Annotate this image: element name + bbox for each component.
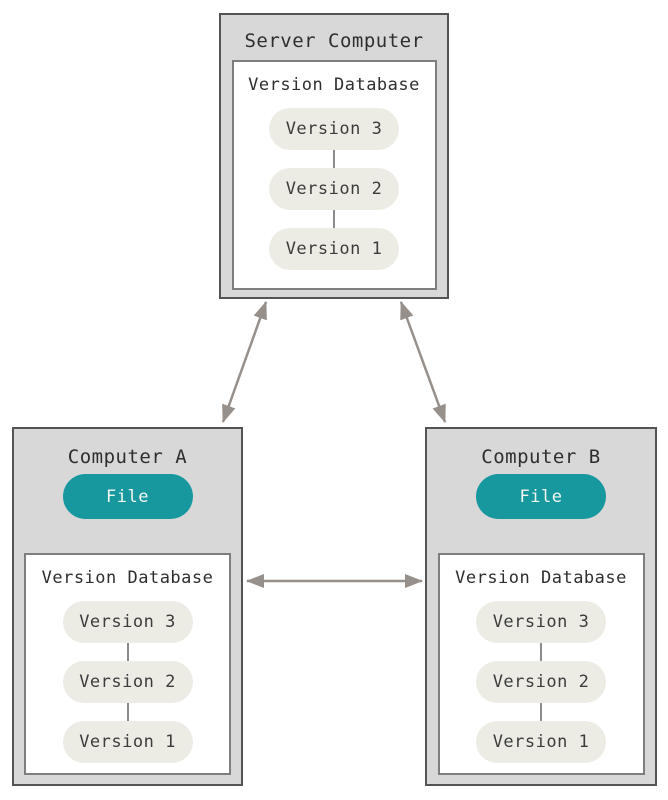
file-pill: File [62, 474, 193, 519]
version-pill: Version 3 [269, 108, 399, 150]
computer-a-box: Computer A File Version Database Version… [12, 427, 243, 786]
arrow-server-computer-b [399, 301, 447, 423]
version-pill: Version 2 [62, 661, 193, 703]
version-pill: Version 1 [62, 721, 193, 763]
computer-a-title: Computer A [67, 446, 188, 468]
computer-a-version-database: Version Database Version 3 Version 2 Ver… [24, 553, 231, 775]
arrow-server-computer-a [221, 301, 268, 423]
file-pill: File [476, 474, 606, 519]
version-database-label: Version Database [248, 75, 420, 95]
version-connector-line [333, 210, 335, 228]
version-pill: Version 1 [476, 721, 606, 763]
version-connector-line [126, 703, 129, 721]
version-pill: Version 2 [269, 168, 399, 210]
version-connector-line [333, 150, 335, 168]
version-pill: Version 2 [476, 661, 606, 703]
version-pill: Version 1 [269, 228, 399, 270]
server-computer-box: Server Computer Version Database Version… [219, 13, 449, 299]
version-connector-line [126, 643, 129, 661]
server-computer-title: Server Computer [244, 30, 424, 52]
computer-b-version-database: Version Database Version 3 Version 2 Ver… [437, 553, 645, 775]
version-connector-line [540, 703, 542, 721]
server-version-database: Version Database Version 3 Version 2 Ver… [231, 60, 437, 290]
version-database-label: Version Database [455, 568, 627, 588]
version-connector-line [540, 643, 542, 661]
version-pill: Version 3 [476, 601, 606, 643]
version-database-label: Version Database [41, 568, 214, 588]
computer-b-title: Computer B [481, 446, 601, 468]
computer-b-box: Computer B File Version Database Version… [425, 427, 657, 786]
version-pill: Version 3 [62, 601, 193, 643]
